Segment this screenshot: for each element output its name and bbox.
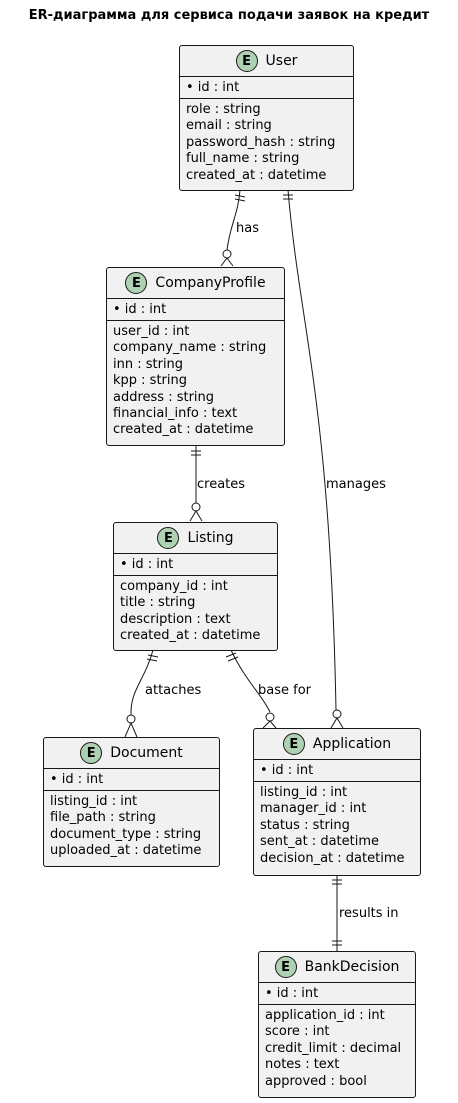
rel-mark-creates-zero: [191, 502, 201, 512]
attribute: full_name : string: [186, 151, 300, 167]
attribute: manager_id : int: [260, 801, 367, 817]
rel-label-manages: manages: [326, 477, 386, 492]
attribute: decision_at : datetime: [260, 850, 405, 866]
attribute: user_id : int: [113, 324, 190, 339]
rel-mark-base-for-zero: [265, 712, 275, 722]
entity-name: CompanyProfile: [155, 275, 266, 291]
attribute: document_type : string: [50, 826, 202, 842]
attribute: listing_id : int: [50, 794, 138, 809]
rel-mark-has-zero: [222, 249, 232, 259]
attribute: description : text: [120, 611, 231, 627]
primary-key: • id : int: [107, 299, 284, 321]
entity-document: E Document • id : int listing_id : int f…: [43, 737, 220, 867]
entity-badge-icon: E: [157, 527, 180, 549]
rel-mark-creates-many: [189, 510, 203, 522]
attribute: notes : text: [265, 1057, 340, 1073]
attribute: title : string: [120, 595, 196, 611]
attribute: status : string: [260, 817, 350, 833]
rel-mark-manages-many: [330, 717, 344, 729]
attribute: approved : bool: [265, 1073, 367, 1089]
diagram-title: ER-диаграмма для сервиса подачи заявок н…: [28, 8, 430, 23]
entity-application: E Application • id : int listing_id : in…: [253, 728, 421, 876]
attribute: score : int: [265, 1024, 330, 1040]
entity-name: Document: [110, 745, 183, 761]
entity-bank-decision: E BankDecision • id : int application_id…: [258, 951, 416, 1098]
entity-name: User: [265, 53, 298, 69]
attribute: created_at : datetime: [113, 422, 254, 438]
entity-listing: E Listing • id : int company_id : int ti…: [113, 522, 278, 651]
attribute: financial_info : text: [113, 406, 238, 422]
rel-mark-attaches-many: [124, 721, 138, 738]
entity-name: Listing: [187, 530, 234, 546]
primary-key: • id : int: [254, 760, 420, 782]
entity-badge-icon: E: [282, 733, 305, 755]
entity-badge-icon: E: [235, 50, 258, 72]
attribute: sent_at : datetime: [260, 834, 379, 850]
rel-mark-has-one: [234, 194, 246, 198]
rel-line-attaches: [130, 649, 154, 716]
attribute: created_at : datetime: [186, 167, 327, 183]
rel-mark-base-for-one: [225, 652, 237, 658]
rel-label-base-for: base for: [258, 683, 311, 698]
attribute: address : string: [113, 389, 215, 405]
rel-label-results-in: results in: [339, 906, 399, 921]
entity-name: Application: [312, 736, 392, 752]
entity-user: E User • id : int role : string email : …: [179, 45, 354, 191]
attribute: company_id : int: [120, 579, 228, 594]
attribute: file_path : string: [50, 810, 156, 826]
entity-badge-icon: E: [274, 956, 297, 978]
primary-key: • id : int: [180, 77, 353, 99]
rel-label-attaches: attaches: [145, 683, 202, 698]
primary-key: • id : int: [114, 554, 277, 576]
attribute: kpp : string: [113, 373, 187, 389]
attribute: email : string: [186, 118, 272, 134]
entity-badge-icon: E: [80, 742, 103, 764]
attribute: application_id : int: [265, 1008, 385, 1023]
attribute: password_hash : string: [186, 134, 336, 150]
rel-mark-base-for-many: [262, 720, 277, 729]
primary-key: • id : int: [259, 983, 415, 1005]
attribute: inn : string: [113, 356, 184, 372]
attribute: uploaded_at : datetime: [50, 843, 202, 859]
rel-line-base-for: [230, 649, 271, 713]
rel-line-has: [226, 189, 241, 251]
rel-label-has: has: [236, 221, 259, 236]
attribute: role : string: [186, 102, 261, 117]
entity-badge-icon: E: [125, 272, 148, 294]
attribute: credit_limit : decimal: [265, 1040, 402, 1056]
entity-company-profile: E CompanyProfile • id : int user_id : in…: [106, 267, 285, 446]
rel-mark-attaches-one: [147, 654, 159, 658]
rel-mark-has-many: [220, 257, 234, 267]
rel-mark-manages-zero: [332, 709, 342, 719]
attribute: company_name : string: [113, 340, 267, 356]
rel-label-creates: creates: [197, 477, 246, 492]
entity-name: BankDecision: [304, 959, 400, 975]
attribute: listing_id : int: [260, 785, 348, 800]
primary-key: • id : int: [44, 769, 219, 791]
attribute: created_at : datetime: [120, 628, 261, 644]
rel-line-manages: [287, 189, 337, 711]
